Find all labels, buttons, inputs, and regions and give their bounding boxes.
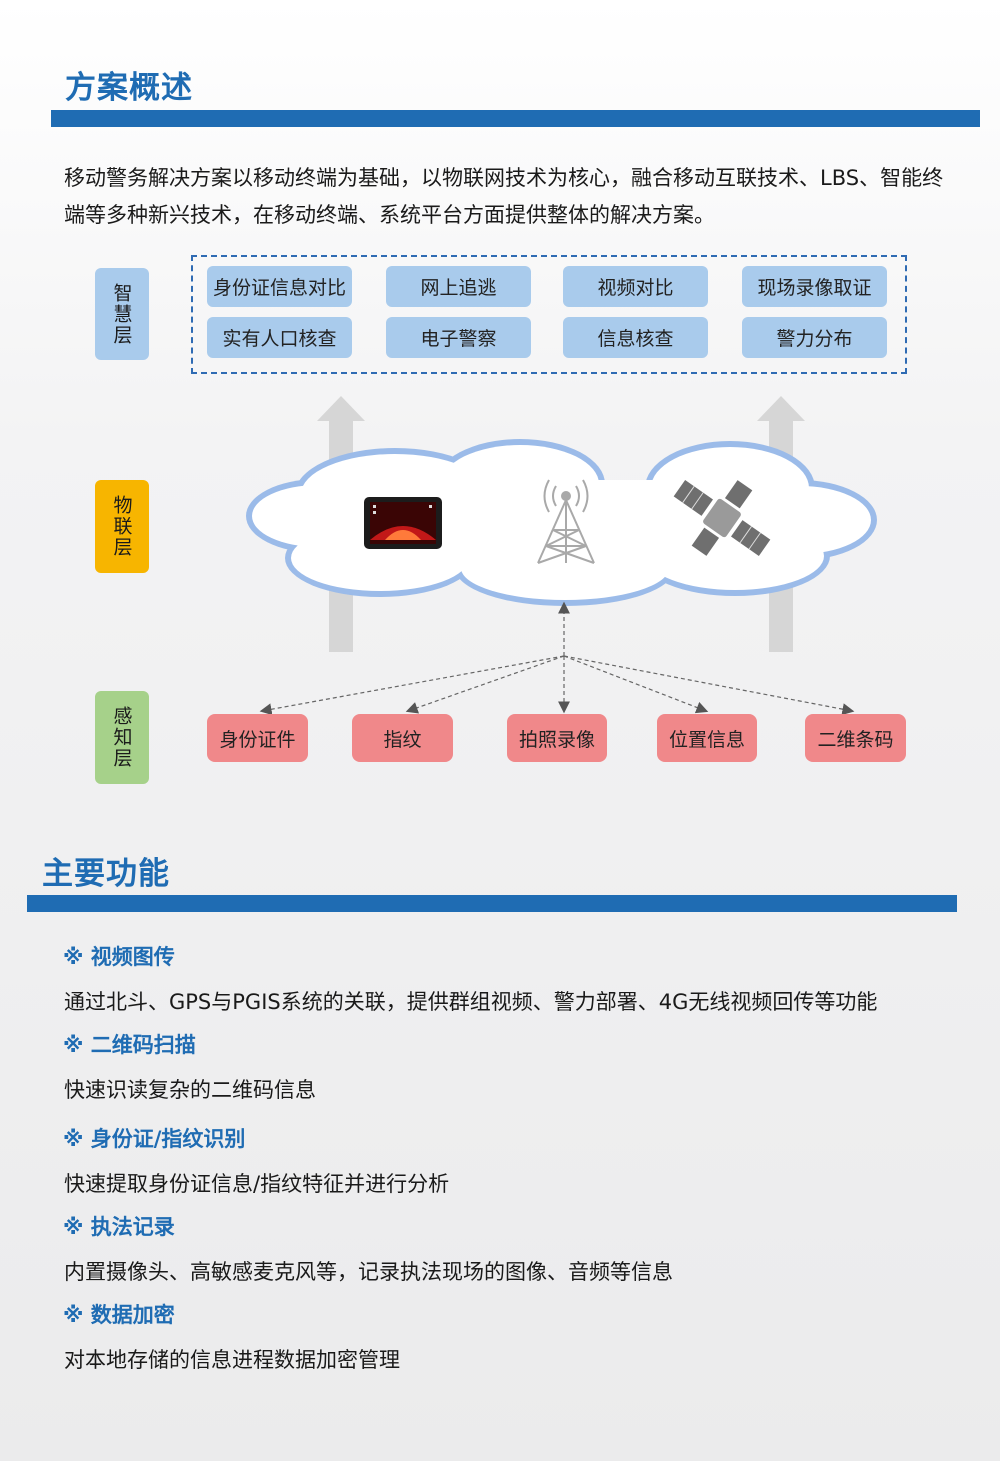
feature-heading: ※ 执法记录 <box>63 1215 175 1239</box>
layer-label-smart: 智慧层 <box>95 268 149 360</box>
feature-description: 通过北斗、GPS与PGIS系统的关联，提供群组视频、警力部署、4G无线视频回传等… <box>64 990 878 1014</box>
iot-diagram-graphics <box>246 396 877 716</box>
smart-layer-box <box>191 255 907 374</box>
tablet-icon <box>364 497 442 549</box>
section-title-features: 主要功能 <box>42 856 170 892</box>
smart-item[interactable]: 电子警察 <box>386 317 531 358</box>
layer-label-iot: 物联层 <box>95 480 149 573</box>
feature-description: 快速提取身份证信息/指纹特征并进行分析 <box>64 1172 450 1196</box>
feature-heading: ※ 二维码扫描 <box>63 1033 196 1057</box>
sense-item[interactable]: 身份证件 <box>207 714 308 762</box>
feature-heading: ※ 数据加密 <box>63 1303 175 1327</box>
title-bar-overview <box>51 110 980 127</box>
smart-item[interactable]: 信息核查 <box>563 317 708 358</box>
smart-item[interactable]: 警力分布 <box>742 317 887 358</box>
intro-paragraph: 移动警务解决方案以移动终端为基础，以物联网技术为核心，融合移动互联技术、LBS、… <box>64 166 944 227</box>
signal-tower-icon <box>537 479 595 564</box>
connector-lines <box>259 601 855 716</box>
feature-description: 对本地存储的信息进程数据加密管理 <box>64 1348 400 1372</box>
satellite-icon <box>673 479 771 557</box>
sense-item[interactable]: 位置信息 <box>657 714 757 762</box>
feature-heading: ※ 身份证/指纹识别 <box>63 1127 246 1151</box>
feature-description: 快速识读复杂的二维码信息 <box>64 1078 316 1102</box>
sense-item[interactable]: 拍照录像 <box>507 714 607 762</box>
sense-item[interactable]: 指纹 <box>352 714 453 762</box>
smart-item[interactable]: 实有人口核查 <box>207 317 352 358</box>
cloud-shape <box>246 439 877 606</box>
layer-label-sense: 感知层 <box>95 691 149 784</box>
smart-item[interactable]: 网上追逃 <box>386 266 531 307</box>
title-bar-features <box>27 895 957 912</box>
smart-item[interactable]: 视频对比 <box>563 266 708 307</box>
smart-item[interactable]: 身份证信息对比 <box>207 266 352 307</box>
sense-item[interactable]: 二维条码 <box>805 714 906 762</box>
feature-heading: ※ 视频图传 <box>63 945 175 969</box>
feature-description: 内置摄像头、高敏感麦克风等，记录执法现场的图像、音频等信息 <box>64 1260 673 1284</box>
section-title-overview: 方案概述 <box>65 70 193 106</box>
smart-item[interactable]: 现场录像取证 <box>742 266 887 307</box>
